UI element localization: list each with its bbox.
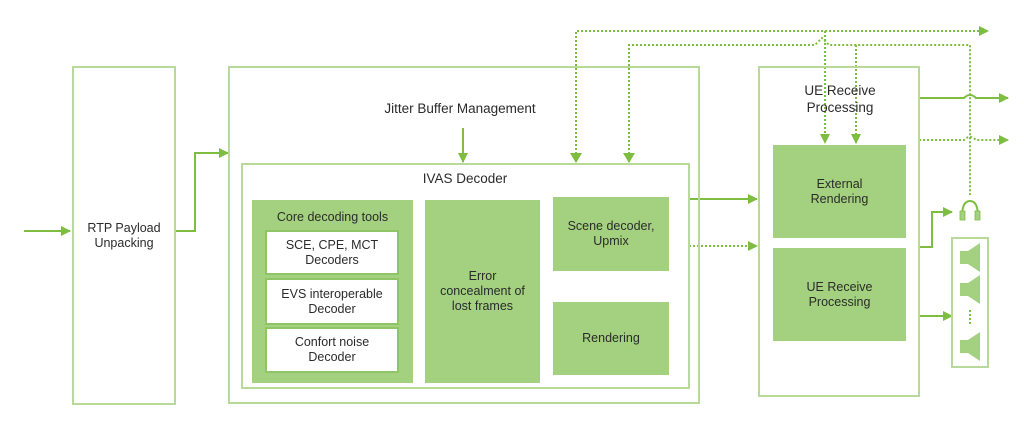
ivas-metadata-arrowhead-2 bbox=[623, 153, 635, 163]
ivas-label: IVAS Decoder bbox=[422, 171, 508, 186]
speaker-array-frame bbox=[951, 237, 989, 368]
sce-label: SCE, CPE, MCT Decoders bbox=[285, 237, 379, 267]
metadata-line-1 bbox=[575, 26, 989, 162]
output-dotted-arrow bbox=[919, 135, 1009, 145]
headphones-icon bbox=[959, 199, 981, 221]
comfort-noise-decoder-block: Confort noise Decoder bbox=[265, 327, 399, 373]
sce-cpe-mct-decoders-block: SCE, CPE, MCT Decoders bbox=[265, 230, 399, 275]
external-rendering-block: External Rendering bbox=[773, 145, 906, 238]
metadata-line-2 bbox=[628, 36, 971, 195]
ext-render-label: External Rendering bbox=[810, 176, 869, 206]
ivas-decoder-block bbox=[241, 163, 690, 389]
rendering-label: Rendering bbox=[582, 331, 640, 345]
cng-label: Confort noise Decoder bbox=[294, 335, 370, 364]
rtp-payload-unpacking-block: RTP Payload Unpacking bbox=[72, 66, 176, 405]
core-tools-label: Core decoding tools bbox=[276, 210, 389, 224]
output-solid-arrow bbox=[919, 93, 1009, 103]
scene-label: Scene decoder, Upmix bbox=[567, 219, 655, 248]
jbm-label: Jitter Buffer Management bbox=[384, 101, 536, 116]
ue-inner-label: UE Receive Processing bbox=[806, 279, 873, 309]
ue-receive-processing-outer-block bbox=[758, 66, 920, 397]
error-concealment-block: Error concealment of lost frames bbox=[425, 200, 540, 383]
speaker-icon-3 bbox=[960, 332, 980, 361]
error-label: Error concealment of lost frames bbox=[440, 269, 525, 313]
ue-outer-label: UE Receive Processing bbox=[804, 83, 876, 115]
to-headphones-arrow bbox=[919, 207, 953, 248]
ivas-metadata-arrowhead-1 bbox=[570, 153, 582, 163]
rtp-label: RTP Payload Unpacking bbox=[87, 220, 161, 250]
speaker-icon-2 bbox=[960, 275, 980, 304]
rendering-block: Rendering bbox=[553, 302, 669, 375]
speaker-icon-1 bbox=[960, 243, 980, 272]
rtp-to-jbm-arrow bbox=[175, 148, 229, 232]
jitter-buffer-management-block bbox=[228, 66, 700, 404]
ue-receive-processing-inner-block: UE Receive Processing bbox=[773, 248, 906, 341]
evs-label: EVS interoperable Decoder bbox=[281, 286, 383, 316]
evs-interoperable-decoder-block: EVS interoperable Decoder bbox=[265, 278, 399, 325]
scene-decoder-block: Scene decoder, Upmix bbox=[553, 197, 669, 271]
